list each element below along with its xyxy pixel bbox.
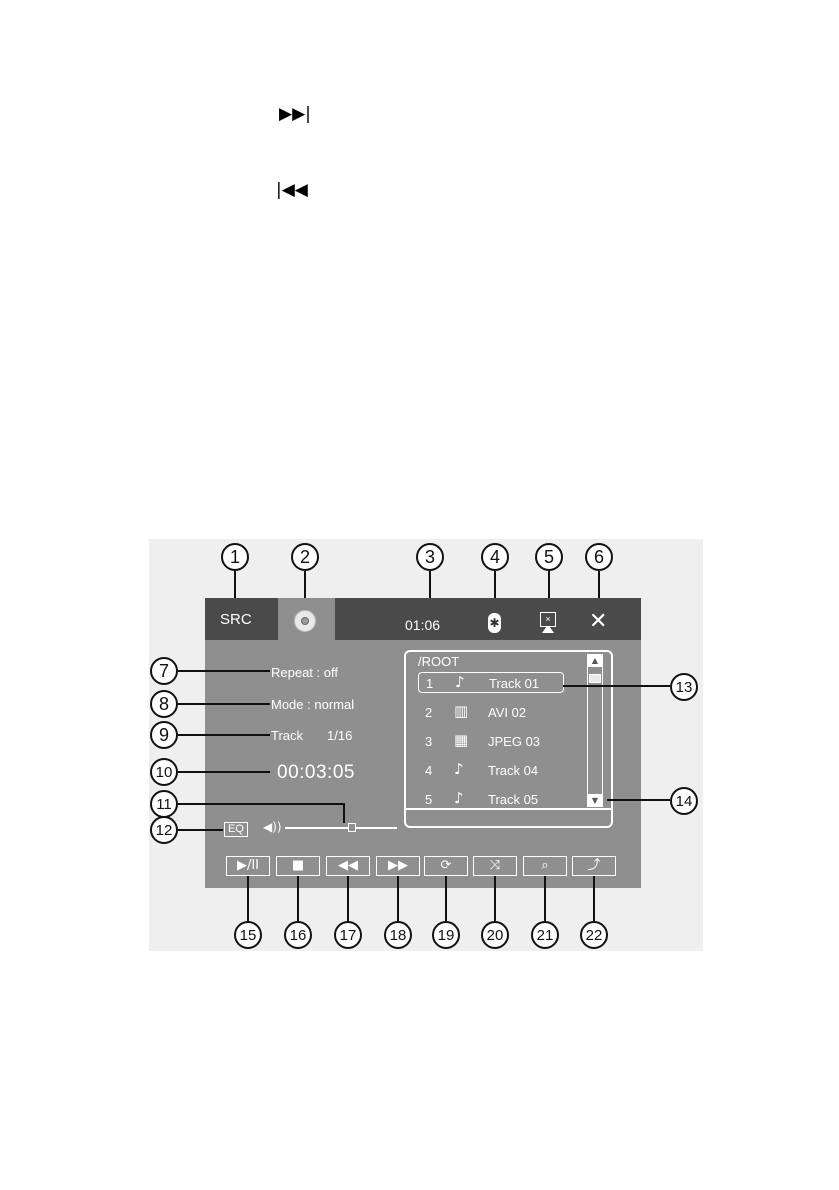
callout-8: 8: [150, 690, 178, 718]
callout-14: 14: [670, 787, 698, 815]
list-item-name: Track 01: [489, 676, 540, 691]
screen-off-icon[interactable]: ×: [540, 612, 556, 627]
play-pause-button[interactable]: ▶/II: [226, 856, 270, 876]
scrollbar-thumb[interactable]: [589, 674, 601, 683]
scroll-up-button[interactable]: ▲: [587, 654, 603, 667]
track-count: 1/16: [327, 728, 353, 743]
list-item-name: AVI 02: [488, 705, 527, 720]
callout-5: 5: [535, 543, 563, 571]
disc-tab[interactable]: [278, 598, 335, 640]
bluetooth-icon[interactable]: ✱: [488, 613, 501, 633]
callout-1: 1: [221, 543, 249, 571]
callout-6: 6: [585, 543, 613, 571]
music-note-icon: ♪: [455, 673, 465, 691]
settings-tools-icon[interactable]: ✕: [589, 609, 608, 634]
volume-thumb[interactable]: [348, 823, 357, 832]
source-button[interactable]: SRC: [220, 611, 252, 628]
callout-7: 7: [150, 657, 178, 685]
rewind-button[interactable]: ◀◀: [326, 856, 370, 876]
list-item-number: 1: [426, 676, 434, 691]
list-item-number: 4: [425, 763, 433, 778]
callout-2: 2: [291, 543, 319, 571]
callout-12: 12: [150, 816, 178, 844]
next-track-glyph: ▶▶|: [279, 104, 311, 124]
search-button[interactable]: ⌕: [523, 856, 567, 876]
top-bar: SRC 01:06 ✱ × ✕: [205, 598, 641, 640]
mode-status[interactable]: Mode : normal: [271, 697, 355, 712]
callout-9: 9: [150, 721, 178, 749]
list-item-name: JPEG 03: [488, 734, 541, 749]
callout-19: 19: [432, 921, 460, 949]
list-item[interactable]: 1 ♪ Track 01: [418, 672, 564, 693]
callout-17: 17: [334, 921, 362, 949]
scroll-down-button[interactable]: ▼: [587, 794, 603, 807]
file-list: /ROOT 1 ♪ Track 01 2 ▥ AVI 02 3 ▦ JPEG 0…: [404, 650, 613, 828]
list-item[interactable]: 3 ▦ JPEG 03: [418, 731, 564, 752]
disc-icon: [294, 610, 316, 632]
volume-slider[interactable]: [285, 827, 397, 829]
folder-path: /ROOT: [418, 654, 460, 669]
media-player-screen: SRC 01:06 ✱ × ✕ Repeat : off Mode : norm…: [205, 598, 641, 888]
callout-20: 20: [481, 921, 509, 949]
list-item-number: 3: [425, 734, 433, 749]
eq-button[interactable]: EQ: [224, 822, 248, 837]
callout-10: 10: [150, 758, 178, 786]
list-item[interactable]: 2 ▥ AVI 02: [418, 702, 564, 723]
repeat-status[interactable]: Repeat : off: [271, 665, 338, 680]
music-note-icon: ♪: [454, 760, 464, 778]
callout-13: 13: [670, 673, 698, 701]
speaker-icon: ◀)): [263, 820, 282, 834]
callout-21: 21: [531, 921, 559, 949]
jpeg-icon: ▦: [454, 731, 469, 749]
list-item-name: Track 05: [488, 792, 539, 807]
list-item-number: 5: [425, 792, 433, 807]
callout-11: 11: [150, 790, 178, 818]
list-item-number: 2: [425, 705, 433, 720]
callout-3: 3: [416, 543, 444, 571]
fast-forward-button[interactable]: ▶▶: [376, 856, 420, 876]
stop-button[interactable]: ■: [276, 856, 320, 876]
list-item[interactable]: 4 ♪ Track 04: [418, 760, 564, 781]
elapsed-time: 00:03:05: [277, 762, 355, 783]
shuffle-button[interactable]: ⤨: [473, 856, 517, 876]
callout-16: 16: [284, 921, 312, 949]
previous-track-glyph: |◀◀: [276, 180, 308, 200]
track-label: Track: [271, 728, 304, 743]
music-note-icon: ♪: [454, 789, 464, 807]
repeat-button[interactable]: ⟳: [424, 856, 468, 876]
callout-18: 18: [384, 921, 412, 949]
callout-4: 4: [481, 543, 509, 571]
list-item-name: Track 04: [488, 763, 539, 778]
callout-15: 15: [234, 921, 262, 949]
screen-stand-icon: [542, 627, 554, 633]
folder-up-button[interactable]: ⤴: [572, 856, 616, 876]
clock: 01:06: [405, 617, 441, 633]
list-divider: [406, 808, 611, 810]
film-icon: ▥: [454, 702, 469, 720]
callout-22: 22: [580, 921, 608, 949]
list-item[interactable]: 5 ♪ Track 05: [418, 789, 564, 810]
